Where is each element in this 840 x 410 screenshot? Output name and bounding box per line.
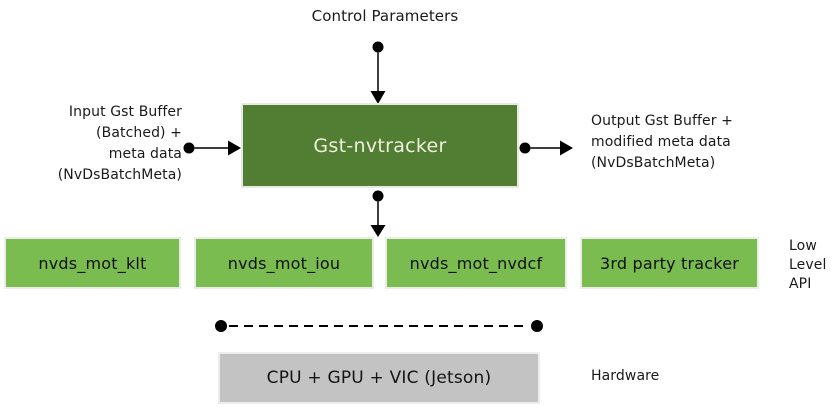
gst-nvtracker-node-label: Gst-nvtracker bbox=[313, 134, 447, 157]
hardware-boundary-dashed-line bbox=[215, 320, 543, 332]
control-params-arrow bbox=[370, 41, 386, 104]
output-buffer-label: Output Gst Buffer + modified meta data (… bbox=[591, 113, 733, 171]
module-3rd-party-tracker: 3rd party tracker bbox=[580, 237, 759, 289]
input-arrow bbox=[183, 140, 241, 156]
gst-nvtracker-node: Gst-nvtracker bbox=[241, 103, 519, 188]
output-arrow bbox=[519, 140, 573, 156]
module-label: nvds_mot_klt bbox=[38, 253, 147, 273]
tracker-to-modules-arrow bbox=[370, 190, 386, 237]
input-buffer-label: Input Gst Buffer (Batched) + meta data (… bbox=[57, 104, 182, 183]
module-label: 3rd party tracker bbox=[599, 253, 740, 273]
module-nvds-mot-iou: nvds_mot_iou bbox=[194, 237, 374, 289]
hardware-label: Hardware bbox=[591, 368, 660, 384]
hardware-node: CPU + GPU + VIC (Jetson) bbox=[218, 352, 540, 404]
low-level-api-label: Low Level API bbox=[789, 238, 827, 292]
module-nvds-mot-nvdcf: nvds_mot_nvdcf bbox=[385, 237, 567, 289]
control-parameters-label: Control Parameters bbox=[311, 7, 459, 25]
module-label: nvds_mot_iou bbox=[227, 253, 341, 273]
module-nvds-mot-klt: nvds_mot_klt bbox=[4, 237, 181, 289]
module-label: nvds_mot_nvdcf bbox=[409, 253, 543, 273]
hardware-node-label: CPU + GPU + VIC (Jetson) bbox=[266, 368, 492, 388]
